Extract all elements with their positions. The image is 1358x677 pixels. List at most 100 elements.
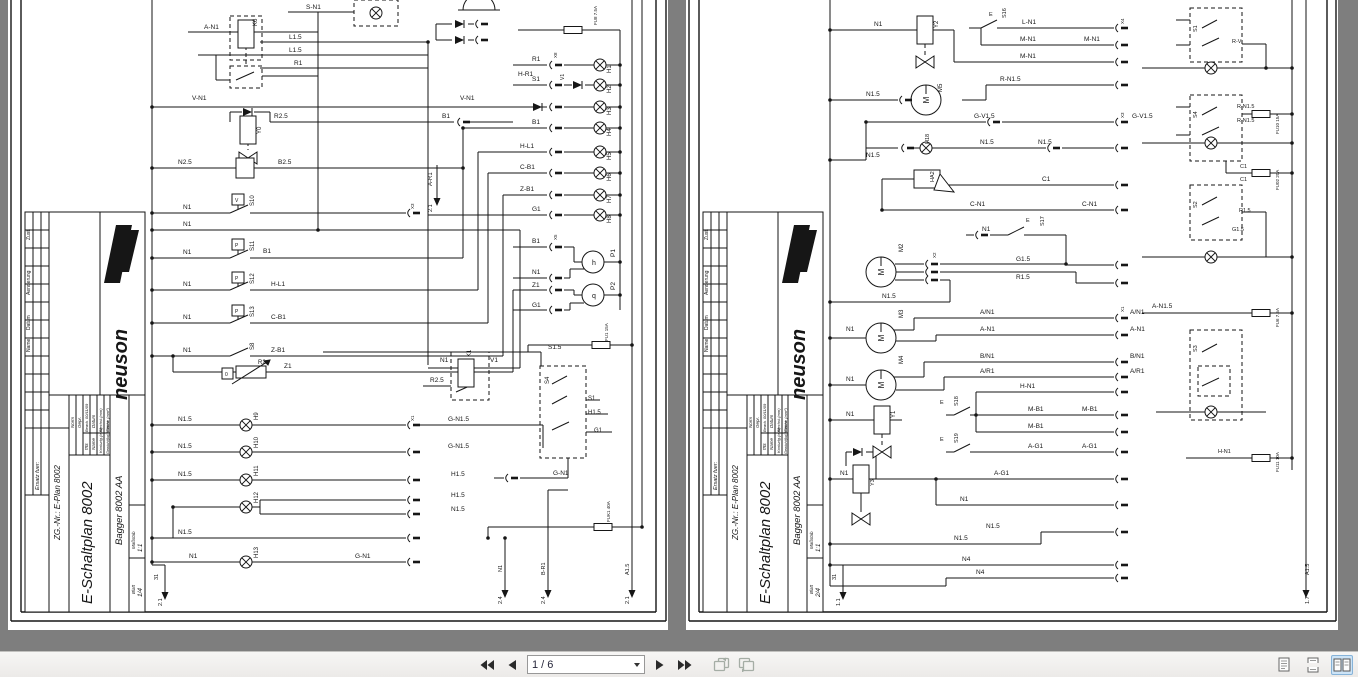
svg-text:Zust.: Zust. xyxy=(26,229,32,240)
svg-text:N1.5: N1.5 xyxy=(1038,139,1052,146)
first-page-icon xyxy=(480,659,494,670)
continuous-view-button[interactable] xyxy=(1302,655,1324,675)
svg-text:R-V: R-V xyxy=(1232,39,1242,45)
sheet-title: E-Schaltplan 8002 xyxy=(757,481,774,604)
svg-text:B1: B1 xyxy=(532,238,540,245)
svg-text:1:1: 1:1 xyxy=(816,544,822,552)
svg-text:R1.5: R1.5 xyxy=(1016,274,1030,281)
svg-text:h: h xyxy=(592,260,596,267)
svg-text:R2.5: R2.5 xyxy=(274,113,288,120)
single-page-view-button[interactable] xyxy=(1273,655,1295,675)
svg-text:A-G1: A-G1 xyxy=(1028,443,1044,450)
svg-text:N1: N1 xyxy=(874,21,883,28)
page-dropdown-caret-icon[interactable] xyxy=(634,662,640,667)
svg-text:N1: N1 xyxy=(532,269,541,276)
svg-text:Blatt: Blatt xyxy=(131,584,136,594)
svg-text:M3: M3 xyxy=(899,309,905,318)
single-page-view-icon xyxy=(1278,657,1290,672)
svg-text:Gepr.: Gepr. xyxy=(755,417,760,428)
svg-text:Konturlg.(mm): Konturlg.(mm) xyxy=(98,427,103,453)
svg-text:M-N1: M-N1 xyxy=(1020,36,1036,43)
next-view-button[interactable] xyxy=(736,655,756,675)
svg-text:S11: S11 xyxy=(250,240,256,251)
svg-text:R-N1.5: R-N1.5 xyxy=(1000,76,1021,83)
svg-text:N4: N4 xyxy=(962,556,971,563)
svg-text:H1.5: H1.5 xyxy=(451,492,465,499)
svg-text:Ersatz fuer:: Ersatz fuer: xyxy=(35,461,41,490)
svg-text:B-R1: B-R1 xyxy=(541,562,547,575)
svg-text:C-B1: C-B1 xyxy=(520,164,535,171)
svg-text:M-B1: M-B1 xyxy=(1082,406,1098,413)
svg-text:S2: S2 xyxy=(1193,201,1199,208)
svg-text:S1: S1 xyxy=(1193,25,1199,32)
svg-text:A-G1: A-G1 xyxy=(1082,443,1098,450)
svg-text:ZG.-Nr.: E-Plan 8002: ZG.-Nr.: E-Plan 8002 xyxy=(731,465,740,541)
svg-text:A1.5: A1.5 xyxy=(1305,564,1311,575)
svg-text:H8: H8 xyxy=(607,215,613,223)
svg-text:N1: N1 xyxy=(183,347,192,354)
svg-text:A/N1: A/N1 xyxy=(1130,309,1145,316)
neuson-logo: neuson xyxy=(788,329,810,400)
continuous-view-icon xyxy=(1307,657,1319,672)
svg-text:G1: G1 xyxy=(532,206,541,213)
facing-pages-view-button[interactable] xyxy=(1331,654,1353,675)
page-number-input[interactable] xyxy=(532,658,612,671)
svg-text:R2: R2 xyxy=(258,360,266,366)
svg-text:FU8 7.5A: FU8 7.5A xyxy=(593,6,598,25)
svg-text:Z-B1: Z-B1 xyxy=(520,186,534,193)
svg-text:B1: B1 xyxy=(532,119,540,126)
svg-text:H-N1: H-N1 xyxy=(1020,383,1036,390)
first-page-button[interactable] xyxy=(477,655,497,675)
svg-text:C1: C1 xyxy=(1240,164,1247,170)
svg-text:N1: N1 xyxy=(846,326,855,333)
svg-text:N1.5: N1.5 xyxy=(980,139,994,146)
svg-text:N1: N1 xyxy=(183,249,192,256)
svg-text:K6: K6 xyxy=(253,18,259,26)
svg-text:X5: X5 xyxy=(553,234,558,240)
last-page-button[interactable] xyxy=(675,655,695,675)
svg-text:H7: H7 xyxy=(607,195,613,203)
svg-text:H1: H1 xyxy=(607,65,613,73)
previous-page-button[interactable] xyxy=(502,655,522,675)
svg-text:H11: H11 xyxy=(254,465,260,476)
svg-text:1:1: 1:1 xyxy=(138,544,144,552)
svg-text:Blechst.(mm): Blechst.(mm) xyxy=(776,408,781,432)
svg-text:N1: N1 xyxy=(189,553,198,560)
svg-text:31: 31 xyxy=(832,574,838,580)
svg-text:Name: Name xyxy=(769,437,774,450)
svg-text:q: q xyxy=(592,293,596,300)
svg-text:S16: S16 xyxy=(1002,8,1008,18)
previous-view-button[interactable] xyxy=(711,655,731,675)
svg-text:P2: P2 xyxy=(610,282,617,290)
svg-text:R1: R1 xyxy=(532,56,541,63)
svg-text:V1: V1 xyxy=(560,74,566,80)
svg-text:L1.5: L1.5 xyxy=(289,47,302,54)
svg-text:H10: H10 xyxy=(254,436,260,448)
svg-text:E: E xyxy=(940,400,944,406)
svg-text:Aenderung: Aenderung xyxy=(26,270,32,295)
svg-text:M2: M2 xyxy=(899,243,905,252)
svg-text:FU11 10A: FU11 10A xyxy=(1275,452,1280,472)
svg-text:A-N1.5: A-N1.5 xyxy=(1152,303,1173,310)
svg-text:ms: ms xyxy=(762,443,768,450)
svg-text:Bagger 8002 AA: Bagger 8002 AA xyxy=(792,476,803,545)
svg-text:H-L1: H-L1 xyxy=(271,281,285,288)
svg-text:R1.5: R1.5 xyxy=(1239,208,1251,214)
svg-text:S12: S12 xyxy=(250,273,256,284)
svg-text:G-N1: G-N1 xyxy=(355,553,371,560)
svg-text:Name: Name xyxy=(91,437,96,450)
svg-text:G-V1.5: G-V1.5 xyxy=(1132,113,1153,120)
svg-text:N1: N1 xyxy=(183,221,192,228)
previous-page-icon xyxy=(508,659,516,670)
svg-text:A-G1: A-G1 xyxy=(994,470,1010,477)
svg-text:G-N1.5: G-N1.5 xyxy=(448,416,469,423)
next-page-button[interactable] xyxy=(650,655,670,675)
page-number-box[interactable] xyxy=(527,655,645,674)
svg-text:S10: S10 xyxy=(250,195,256,206)
svg-text:N4: N4 xyxy=(976,569,985,576)
svg-text:M-N1: M-N1 xyxy=(1020,53,1036,60)
svg-text:1.1: 1.1 xyxy=(836,598,842,606)
svg-text:M: M xyxy=(922,96,931,103)
svg-text:Gewicht(kg) Werkst.: Gewicht(kg) Werkst. xyxy=(106,420,110,454)
